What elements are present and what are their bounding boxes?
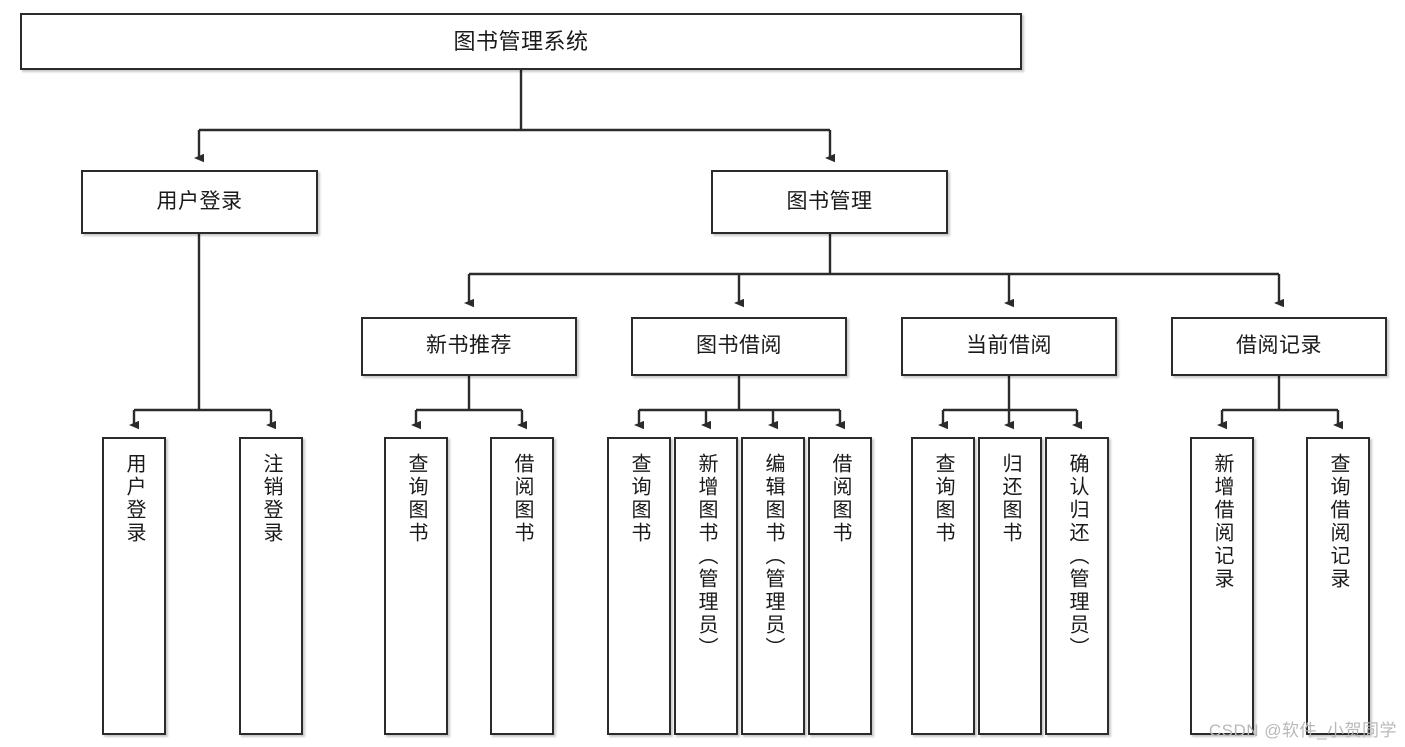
watermark-credit: CSDN @软件_小贺同学 — [1208, 721, 1397, 740]
node-root-system[interactable]: 图书管理系统 — [20, 13, 1022, 70]
node-leaf-confirm-return[interactable]: 确认归还（管理员） — [1045, 437, 1109, 735]
node-label: 当前借阅 — [966, 334, 1052, 358]
node-leaf-borrow-book-1[interactable]: 借阅图书 — [490, 437, 554, 735]
node-label: 确认归还（管理员） — [1066, 453, 1088, 660]
node-label: 查询图书 — [405, 453, 427, 545]
edge-group-borrow-record — [1217, 376, 1343, 430]
node-leaf-query-book-2[interactable]: 查询图书 — [607, 437, 671, 735]
edge-group-new-book-recommend — [411, 376, 527, 430]
node-borrow-record[interactable]: 借阅记录 — [1171, 317, 1387, 376]
node-leaf-query-book-3[interactable]: 查询图书 — [911, 437, 975, 735]
node-label: 借阅记录 — [1236, 334, 1322, 358]
node-leaf-user-login[interactable]: 用户登录 — [102, 437, 166, 735]
node-book-borrow[interactable]: 图书借阅 — [631, 317, 847, 376]
node-label: 用户登录 — [156, 189, 243, 213]
node-book-management[interactable]: 图书管理 — [711, 170, 948, 234]
node-label: 新增借阅记录 — [1211, 453, 1233, 591]
node-leaf-logout[interactable]: 注销登录 — [239, 437, 303, 735]
node-label: 注销登录 — [260, 453, 282, 545]
node-label: 查询图书 — [932, 453, 954, 545]
node-label: 新增图书（管理员） — [695, 453, 717, 660]
node-leaf-return-book[interactable]: 归还图书 — [978, 437, 1042, 735]
node-label: 归还图书 — [999, 453, 1021, 545]
edge-group-user-login — [129, 234, 276, 430]
node-label: 查询借阅记录 — [1327, 453, 1349, 591]
node-leaf-query-book-1[interactable]: 查询图书 — [384, 437, 448, 735]
edge-group-root — [194, 70, 835, 163]
node-label: 新书推荐 — [426, 334, 512, 358]
node-label: 用户登录 — [123, 453, 145, 545]
node-label: 编辑图书（管理员） — [762, 453, 784, 660]
node-new-book-recommend[interactable]: 新书推荐 — [361, 317, 577, 376]
node-leaf-edit-book[interactable]: 编辑图书（管理员） — [741, 437, 805, 735]
node-label: 借阅图书 — [511, 453, 533, 545]
node-label: 图书管理 — [786, 189, 873, 213]
node-current-borrow[interactable]: 当前借阅 — [901, 317, 1117, 376]
node-leaf-borrow-book-2[interactable]: 借阅图书 — [808, 437, 872, 735]
node-label: 查询图书 — [628, 453, 650, 545]
edge-group-current-borrow — [938, 376, 1082, 430]
node-leaf-add-record[interactable]: 新增借阅记录 — [1190, 437, 1254, 735]
node-label: 借阅图书 — [829, 453, 851, 545]
edge-group-book-management — [464, 234, 1284, 308]
edge-group-book-borrow — [634, 376, 845, 430]
node-user-login[interactable]: 用户登录 — [81, 170, 318, 234]
node-label: 图书借阅 — [696, 334, 782, 358]
node-label: 图书管理系统 — [453, 28, 589, 54]
node-leaf-query-record[interactable]: 查询借阅记录 — [1306, 437, 1370, 735]
node-leaf-add-book[interactable]: 新增图书（管理员） — [674, 437, 738, 735]
